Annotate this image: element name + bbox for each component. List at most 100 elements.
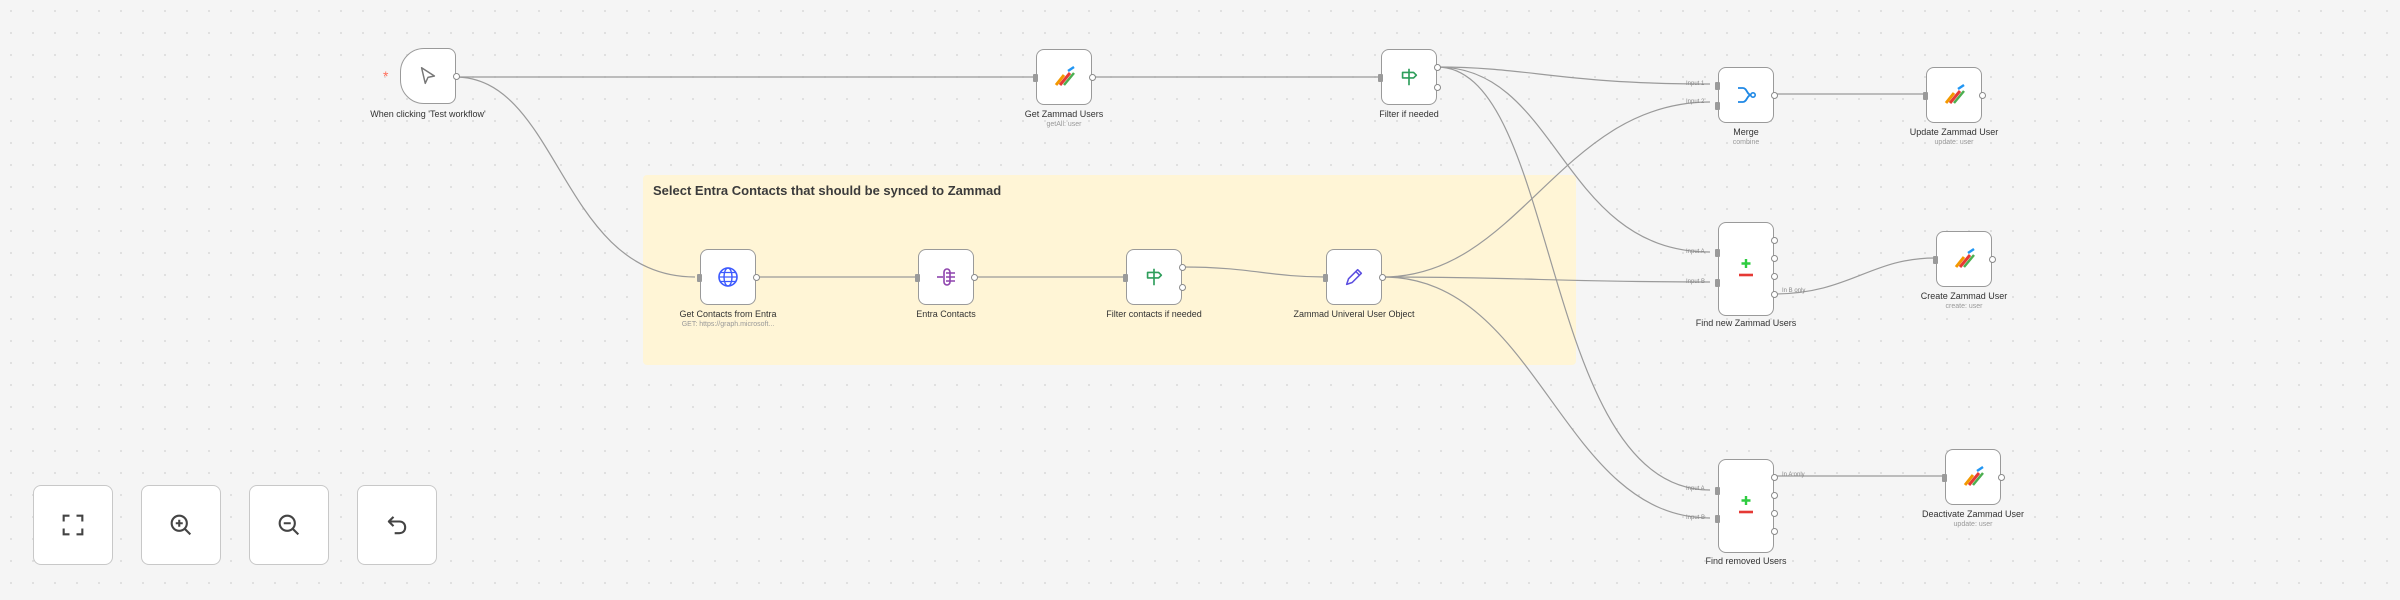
node-label: Zammad Univeral User Object	[1293, 309, 1415, 319]
input-port-2[interactable]	[1715, 102, 1720, 110]
sticky-note-title: Select Entra Contacts that should be syn…	[653, 183, 1002, 198]
output-port-true[interactable]	[1434, 64, 1441, 71]
node-merge[interactable]	[1715, 67, 1778, 123]
output-port-different[interactable]	[1771, 273, 1778, 280]
output-port-true[interactable]	[1179, 264, 1186, 271]
pencil-icon	[1345, 268, 1363, 286]
input-label-b: Input B	[1686, 515, 1706, 521]
node-label: Filter contacts if needed	[1106, 309, 1202, 319]
zammad-icon	[1944, 83, 1965, 104]
zoom-out-button[interactable]	[249, 485, 329, 565]
expand-icon	[62, 514, 84, 536]
input-label-1: Input 1	[1686, 81, 1705, 87]
zoom-in-icon	[170, 514, 192, 536]
node-label: Get Zammad Users	[1024, 109, 1104, 119]
split-out-icon	[937, 268, 955, 286]
node-sublabel: combine	[1732, 139, 1760, 146]
output-port[interactable]	[1989, 256, 1996, 263]
node-label: When clicking 'Test workflow'	[370, 109, 486, 119]
input-port-a[interactable]	[1715, 249, 1720, 257]
output-port-same[interactable]	[1771, 492, 1778, 499]
node-get-zammad-users[interactable]	[1033, 49, 1096, 105]
input-port[interactable]	[1933, 256, 1938, 264]
output-port[interactable]	[1998, 474, 2005, 481]
node-find-new-zammad-users[interactable]	[1715, 222, 1778, 316]
output-port-b-only[interactable]	[1771, 291, 1778, 298]
input-port-1[interactable]	[1715, 82, 1720, 90]
output-label: In B only	[1782, 288, 1806, 294]
zoom-in-button[interactable]	[141, 485, 221, 565]
output-port[interactable]	[1379, 274, 1386, 281]
zoom-out-icon	[278, 514, 300, 536]
input-port[interactable]	[1033, 74, 1038, 82]
input-port[interactable]	[1123, 274, 1128, 282]
input-port[interactable]	[1942, 474, 1947, 482]
output-port-a-only[interactable]	[1771, 237, 1778, 244]
node-filter-contacts[interactable]	[1123, 249, 1186, 305]
node-get-contacts-entra[interactable]	[697, 249, 760, 305]
fit-view-button[interactable]	[33, 485, 113, 565]
node-label: Create Zammad User	[1920, 291, 2008, 301]
input-port[interactable]	[697, 274, 702, 282]
output-port-false[interactable]	[1434, 84, 1441, 91]
node-sublabel: update: user	[1953, 521, 1993, 528]
node-entra-contacts[interactable]	[915, 249, 978, 305]
input-port[interactable]	[1378, 74, 1383, 82]
node-manual-trigger[interactable]	[400, 48, 460, 104]
input-label-b: Input B	[1686, 279, 1706, 285]
output-port-b-only[interactable]	[1771, 528, 1778, 535]
input-port-a[interactable]	[1715, 487, 1720, 495]
undo-icon	[387, 516, 407, 535]
node-update-zammad-user[interactable]	[1923, 67, 1986, 123]
trigger-star-icon: *	[383, 68, 389, 84]
filter-icon	[1401, 68, 1418, 86]
input-port[interactable]	[1923, 92, 1928, 100]
node-create-zammad-user[interactable]	[1933, 231, 1996, 287]
node-filter-if-needed[interactable]	[1378, 49, 1441, 105]
node-label: Entra Contacts	[916, 309, 976, 319]
output-port[interactable]	[753, 274, 760, 281]
filter-icon	[1146, 268, 1163, 286]
node-label: Find new Zammad Users	[1695, 318, 1797, 328]
node-label: Deactivate Zammad User	[1921, 509, 2025, 519]
input-port-b[interactable]	[1715, 515, 1720, 523]
output-port-same[interactable]	[1771, 255, 1778, 262]
node-deactivate-zammad-user[interactable]	[1942, 449, 2005, 505]
node-sublabel: GET: https://graph.microsoft...	[681, 321, 775, 328]
output-port-a-only[interactable]	[1771, 474, 1778, 481]
node-label: Update Zammad User	[1909, 127, 1999, 137]
node-sublabel: update: user	[1934, 139, 1974, 146]
reset-zoom-button[interactable]	[357, 485, 437, 565]
merge-icon	[1738, 87, 1756, 103]
node-sublabel: getAll: user	[1046, 121, 1082, 128]
input-label-a: Input A	[1686, 249, 1705, 255]
input-port-b[interactable]	[1715, 279, 1720, 287]
node-label: Get Contacts from Entra	[679, 309, 777, 319]
compare-icon	[1739, 259, 1753, 277]
sticky-note[interactable]: Select Entra Contacts that should be syn…	[643, 175, 1576, 365]
output-port[interactable]	[971, 274, 978, 281]
input-label-a: Input A	[1686, 486, 1705, 492]
output-port-different[interactable]	[1771, 510, 1778, 517]
node-label: Merge	[1733, 127, 1759, 137]
cursor-icon	[420, 67, 436, 85]
node-find-removed-users[interactable]	[1715, 459, 1778, 553]
zammad-icon	[1954, 247, 1975, 268]
output-port[interactable]	[1089, 74, 1096, 81]
input-port[interactable]	[1323, 274, 1328, 282]
output-port[interactable]	[1979, 92, 1986, 99]
connection-filter-merge	[1436, 66, 1711, 85]
input-label-2: Input 2	[1686, 99, 1705, 105]
zammad-icon	[1963, 465, 1984, 486]
node-label: Find removed Users	[1705, 556, 1787, 566]
zammad-icon	[1054, 65, 1075, 86]
output-port-false[interactable]	[1179, 284, 1186, 291]
node-label: Filter if needed	[1379, 109, 1439, 119]
node-zammad-universal-user[interactable]	[1323, 249, 1386, 305]
output-port[interactable]	[1771, 92, 1778, 99]
output-port[interactable]	[453, 73, 460, 80]
output-label: In A only	[1782, 472, 1805, 478]
node-sublabel: create: user	[1945, 303, 1983, 310]
input-port[interactable]	[915, 274, 920, 282]
